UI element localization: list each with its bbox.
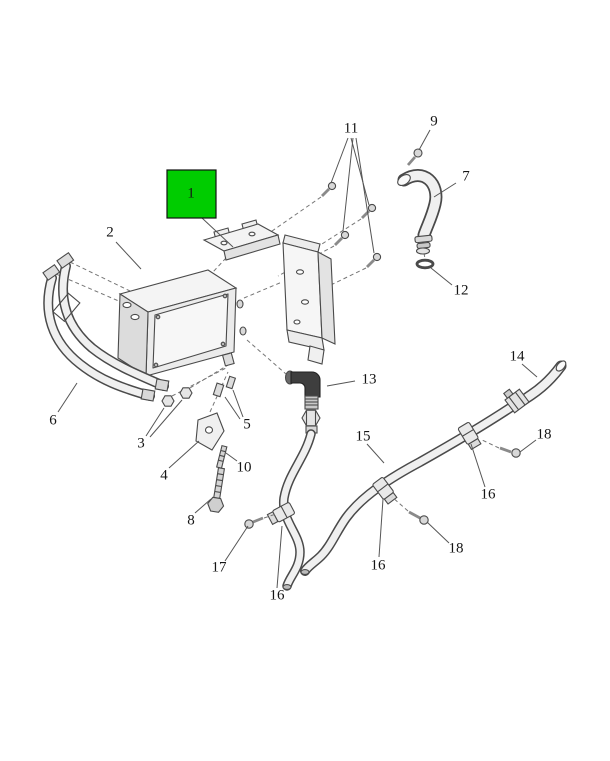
o-ring <box>415 258 435 270</box>
callout-8: 8 <box>187 512 195 529</box>
stud <box>216 444 228 469</box>
clip-screw-17 <box>244 513 277 529</box>
callout-5: 5 <box>243 416 251 433</box>
callout-14: 14 <box>509 348 525 365</box>
leader-lines <box>57 129 538 589</box>
callout-15: 15 <box>355 428 371 445</box>
hose-clip-mid <box>372 477 398 505</box>
callout-16-right: 16 <box>480 486 496 503</box>
callout-16-mid: 16 <box>370 557 386 574</box>
clamp-screw-9 <box>406 148 423 166</box>
highlight-box[interactable] <box>166 169 217 219</box>
callout-16-left: 16 <box>269 587 285 604</box>
callout-10: 10 <box>236 459 252 476</box>
plug-fittings <box>212 375 237 398</box>
supply-hoses <box>42 251 170 402</box>
cooler-module <box>117 269 247 377</box>
callout-18-right: 18 <box>536 426 552 443</box>
clamp-bracket <box>195 412 225 451</box>
hose-clip-left <box>266 502 295 526</box>
top-mounting-plate <box>202 219 281 261</box>
callout-4: 4 <box>160 467 168 484</box>
callout-6: 6 <box>49 412 57 429</box>
callout-18-mid: 18 <box>448 540 464 557</box>
callout-9: 9 <box>430 113 438 130</box>
return-hose <box>300 399 521 576</box>
callout-7: 7 <box>462 168 470 185</box>
callout-12: 12 <box>453 282 469 299</box>
hose-fitting-nuts <box>161 387 193 407</box>
elbow-fitting <box>284 370 321 434</box>
hose-clip-right <box>457 422 482 451</box>
callout-2: 2 <box>106 224 114 241</box>
callout-17: 17 <box>211 559 227 576</box>
mounting-bolt <box>207 467 226 513</box>
vent-tube <box>397 169 443 255</box>
callout-3: 3 <box>137 435 145 452</box>
callout-11: 11 <box>343 120 359 137</box>
callout-1[interactable]: 1 <box>187 185 195 202</box>
hose-clamp <box>503 388 530 414</box>
callout-13: 13 <box>361 371 377 388</box>
elbow-hose <box>279 429 316 591</box>
clip-screw-18-mid <box>391 496 429 525</box>
mounting-screws-11 <box>321 181 382 268</box>
clip-screw-18-right <box>479 438 521 458</box>
rear-mounting-bracket <box>282 234 336 365</box>
